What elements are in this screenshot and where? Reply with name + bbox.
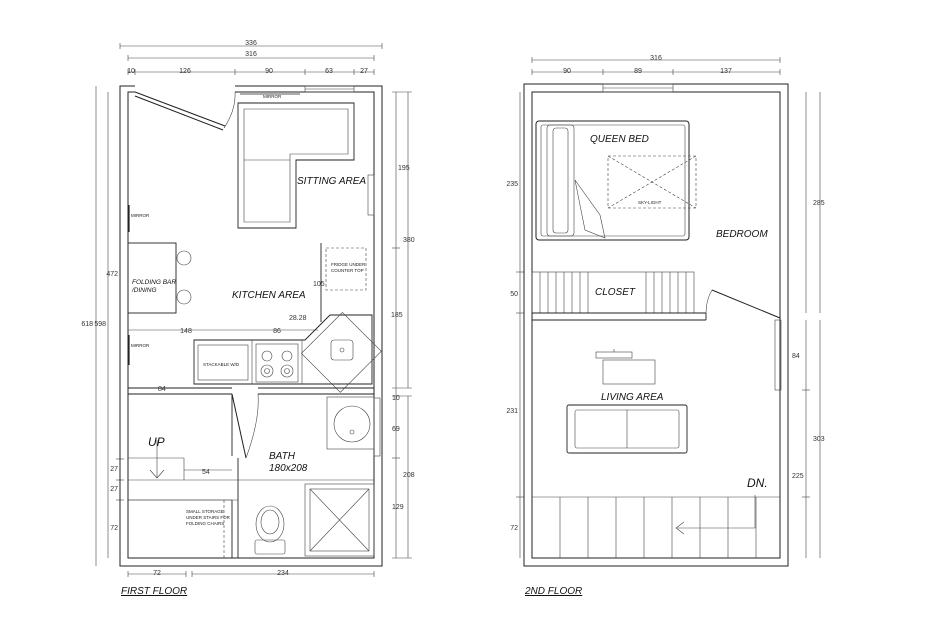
dim-right-195: 195 — [398, 165, 410, 172]
dim-in-84: 84 — [158, 386, 166, 393]
label-dining: /DINING — [131, 287, 157, 294]
ff-right-window — [367, 174, 375, 216]
fridge-under-counter: FRIDGE UNDER COUNTER TOP 105 — [313, 243, 367, 322]
dim-sf-right-225: 225 — [792, 473, 804, 480]
ff-left-dimensions: 618 598 472 27 27 72 — [81, 86, 124, 566]
label-closet: CLOSET — [595, 287, 636, 298]
dim-sf-left-231: 231 — [506, 408, 518, 415]
second-floor-plan: 316 90 89 137 235 50 231 72 — [506, 55, 824, 597]
label-kitchen-area: KITCHEN AREA — [232, 290, 306, 301]
ff-stairs-up: 54 UP SMALL STORAGE UNDER STAIRS FOR FOL… — [128, 435, 374, 558]
dim-in-54: 54 — [202, 469, 210, 476]
dim-sf-left-50: 50 — [510, 291, 518, 298]
label-storage-2: UNDER STAIRS FOR — [186, 515, 231, 520]
dim-sf-right-84: 84 — [792, 353, 800, 360]
label-bedroom: BEDROOM — [716, 229, 768, 240]
dim-left-472: 472 — [106, 271, 118, 278]
dim-seg-63: 63 — [325, 68, 333, 75]
dim-left-618: 618 — [81, 321, 93, 328]
dim-sf-left-235: 235 — [506, 181, 518, 188]
sectional-sofa — [237, 102, 355, 229]
label-folding-bar: FOLDING BAR — [132, 279, 176, 286]
sf-stairs-down — [532, 495, 780, 558]
ff-walls: MIRROR — [119, 85, 383, 567]
ff-bottom-dimensions: 72 234 — [127, 570, 375, 577]
label-skylight: SKY-LIGHT — [638, 200, 662, 205]
dim-sf-right-285: 285 — [813, 200, 825, 207]
label-living-area: LIVING AREA — [601, 392, 664, 403]
label-up: UP — [148, 435, 165, 449]
label-mirror-left-2: MIRROR — [131, 343, 150, 348]
sf-walls — [523, 83, 789, 567]
folding-bar-table: FOLDING BAR /DINING — [127, 242, 192, 314]
dim-in-105: 105 — [313, 281, 325, 288]
dim-seg-126: 126 — [179, 68, 191, 75]
dim-in-148: 148 — [180, 328, 192, 335]
living-furniture: LIVING AREA — [566, 349, 688, 454]
label-stackable-wd: STACKABLE W/D — [203, 362, 240, 367]
ff-top-dimensions: 336 316 10 126 90 63 27 — [119, 40, 383, 75]
dim-right-10: 10 — [392, 395, 400, 402]
stove — [255, 343, 299, 383]
dim-sf-left-72: 72 — [510, 525, 518, 532]
label-fridge-2: COUNTER TOP — [331, 268, 364, 273]
dim-left-27a: 27 — [110, 466, 118, 473]
dim-right-380: 380 — [403, 237, 415, 244]
label-queen-bed: QUEEN BED — [590, 134, 649, 145]
dim-sf-316: 316 — [650, 55, 662, 62]
sf-top-dimensions: 316 90 89 137 — [531, 55, 781, 75]
dim-sf-137: 137 — [720, 68, 732, 75]
dim-bottom-234: 234 — [277, 570, 289, 577]
dim-right-69: 69 — [392, 426, 400, 433]
dim-bottom-72: 72 — [153, 570, 161, 577]
label-sitting-area: SITTING AREA — [297, 176, 366, 187]
label-storage-1: SMALL STORAGE — [186, 509, 224, 514]
ff-interior-walls: 84 — [128, 386, 374, 558]
dim-inner-width: 316 — [245, 51, 257, 58]
dim-in-86: 86 — [273, 328, 281, 335]
dim-sf-89: 89 — [634, 68, 642, 75]
kitchen-counter: 148 86 28.28 STACKABLE W/D — [128, 311, 382, 393]
dim-left-72: 72 — [110, 525, 118, 532]
first-floor-plan: 336 316 10 126 90 63 27 618 598 472 — [81, 40, 414, 597]
label-mirror-left-1: MIRROR — [131, 213, 150, 218]
label-storage-3: FOLDING CHAIRS — [186, 521, 224, 526]
label-mirror-top: MIRROR — [263, 94, 282, 99]
label-dn: DN. — [747, 476, 768, 490]
dim-sf-90: 90 — [563, 68, 571, 75]
label-fridge-1: FRIDGE UNDER — [331, 262, 366, 267]
queen-bed: QUEEN BED SKY-LIGHT — [535, 120, 697, 241]
dim-in-2828: 28.28 — [289, 315, 307, 322]
dim-sf-right-303: 303 — [813, 436, 825, 443]
dim-seg-27: 27 — [360, 68, 368, 75]
dim-right-185: 185 — [391, 312, 403, 319]
dim-left-27b: 27 — [110, 486, 118, 493]
sf-left-dimensions: 235 50 231 72 — [506, 92, 524, 558]
dim-seg-10: 10 — [127, 68, 135, 75]
label-bath-size: 180x208 — [269, 463, 308, 474]
first-floor-title: FIRST FLOOR — [121, 586, 187, 597]
dim-right-129: 129 — [392, 504, 404, 511]
label-bath: BATH — [269, 451, 296, 462]
dim-seg-90: 90 — [265, 68, 273, 75]
dim-left-598: 598 — [94, 321, 106, 328]
dim-right-208: 208 — [403, 472, 415, 479]
bath-fixtures: BATH 180x208 — [254, 396, 381, 557]
ff-right-dimensions: 195 380 185 10 69 208 129 — [391, 91, 415, 559]
kitchen-sink — [300, 311, 382, 393]
second-floor-title: 2ND FLOOR — [524, 586, 582, 597]
closet: CLOSET — [531, 271, 695, 314]
dim-total-width: 336 — [245, 40, 257, 47]
sf-right-dimensions: 285 84 303 225 — [792, 92, 825, 558]
sf-interior-walls — [532, 289, 781, 321]
